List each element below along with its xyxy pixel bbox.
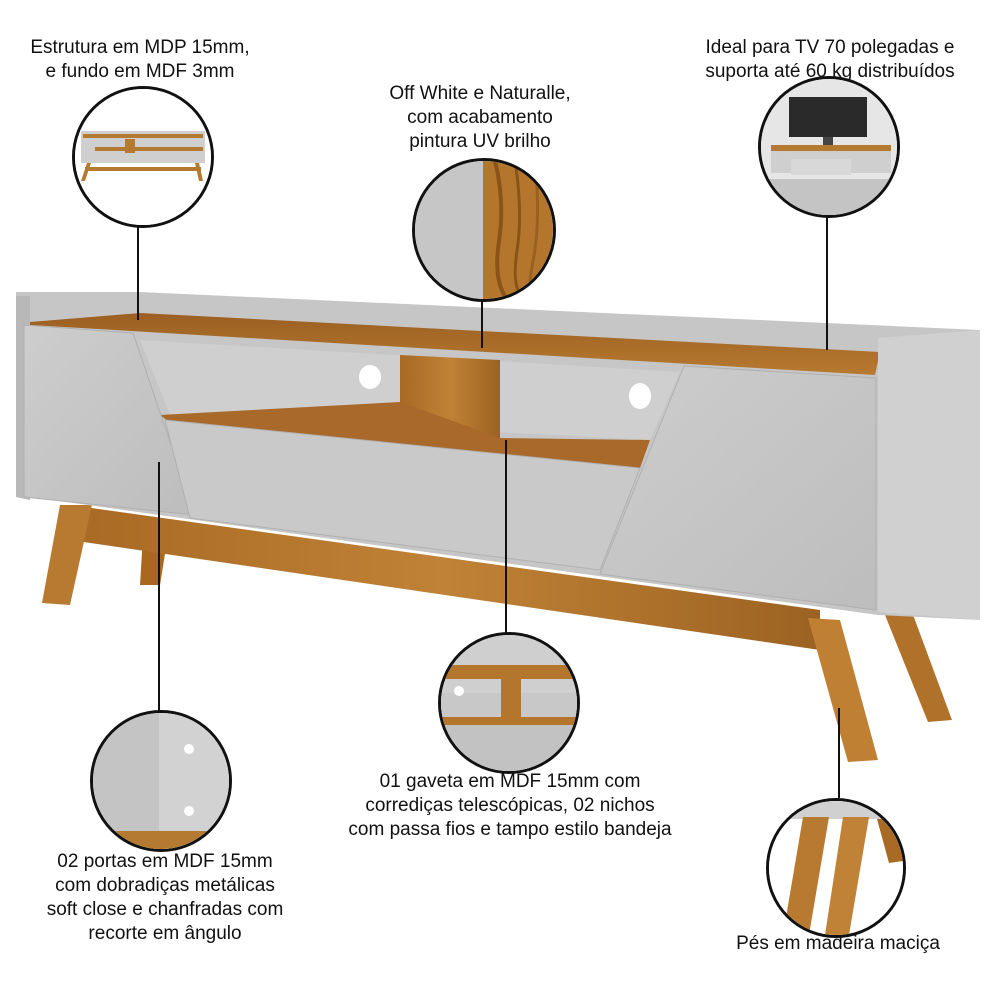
niche-back <box>140 340 680 440</box>
right-side <box>878 330 980 620</box>
left-side <box>16 296 30 500</box>
line-estrutura <box>137 218 139 320</box>
caption-cores: Off White e Naturalle, com acabamento pi… <box>389 83 571 152</box>
front-leg-right <box>808 618 878 762</box>
detail-circle-estrutura <box>72 86 214 228</box>
line-ideal <box>826 212 828 350</box>
back-leg-right <box>885 612 952 722</box>
bottom-rail <box>70 505 820 650</box>
caption-estrutura: Estrutura em MDP 15mm, e fundo em MDF 3m… <box>30 37 250 82</box>
detail-circle-ideal <box>758 76 900 218</box>
detail-circle-portas <box>90 710 232 852</box>
caption-portas: 02 portas em MDF 15mm com dobradiças met… <box>46 851 284 944</box>
back-panel <box>16 292 980 620</box>
back-leg-left <box>140 535 168 585</box>
right-door <box>599 365 877 611</box>
line-gaveta <box>505 440 507 636</box>
left-door <box>23 324 196 516</box>
center-divider <box>400 355 500 438</box>
detail-circle-gaveta <box>438 632 580 774</box>
cable-hole-right <box>629 383 651 409</box>
caption-gaveta: 01 gaveta em MDF 15mm com corrediças tel… <box>348 771 672 840</box>
detail-circle-pes <box>766 798 906 938</box>
drawer-front <box>164 419 641 571</box>
line-pes <box>838 708 840 798</box>
detail-circle-cores <box>412 158 556 302</box>
line-portas <box>158 462 160 712</box>
caption-pes: Pés em madeira maciça <box>736 933 940 954</box>
line-cores <box>481 290 483 348</box>
front-leg-left <box>42 505 92 605</box>
top-tray <box>30 313 880 375</box>
niche-shelf <box>160 402 650 468</box>
cable-hole-left <box>359 365 381 389</box>
